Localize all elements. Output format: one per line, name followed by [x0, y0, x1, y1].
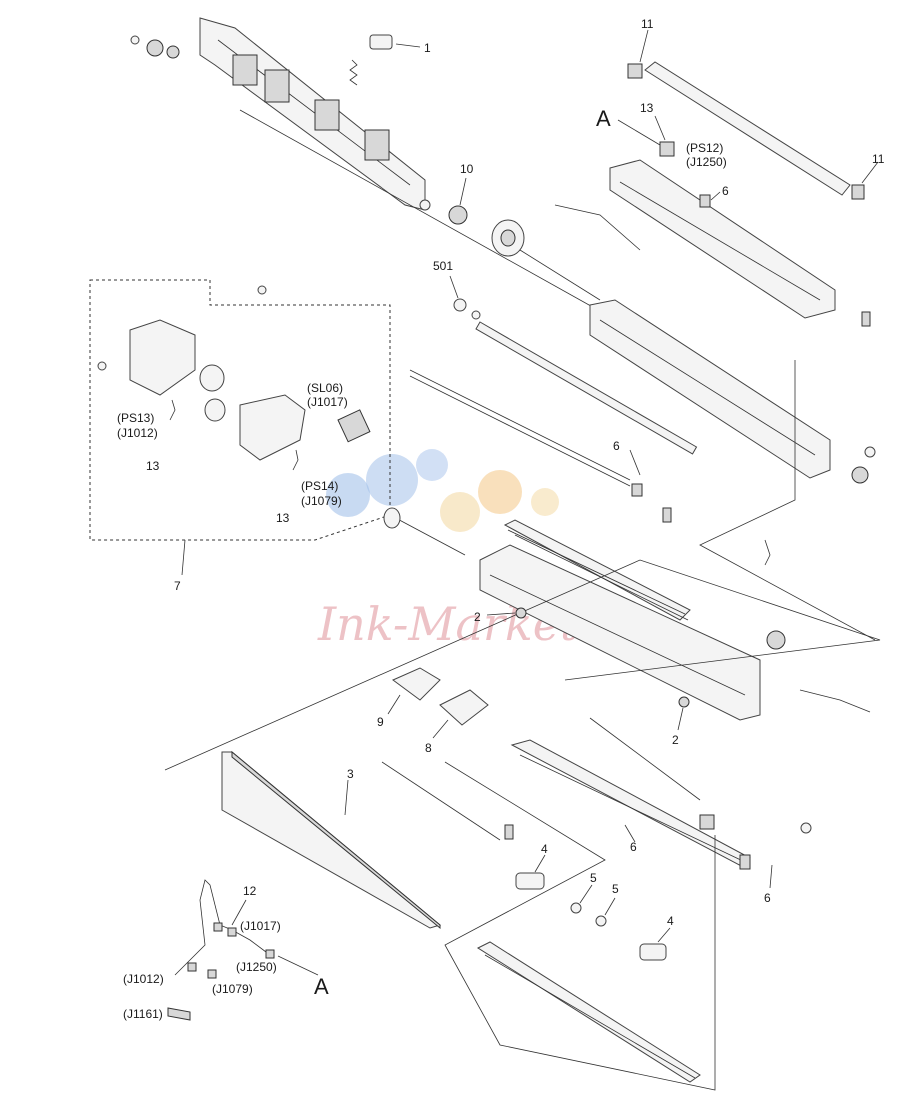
callout-13-right: 13 — [276, 511, 290, 525]
connector-j1161: (J1161) — [123, 1007, 163, 1021]
callout-11-right: 11 — [872, 152, 885, 166]
callout-7: 7 — [174, 579, 181, 593]
ref-a-bottom: A — [314, 974, 329, 999]
bottom-rail — [476, 941, 701, 1083]
connector-j1012-top: (J1012) — [117, 426, 158, 440]
callout-5-left: 5 — [590, 871, 597, 885]
lower-assembly: 6 6 — [381, 717, 812, 1091]
connector-sl06: (SL06) — [307, 381, 343, 395]
callout-13-left: 13 — [146, 459, 160, 473]
sensor-ps12: A 13 (PS12) (J1250) — [596, 101, 727, 169]
connector-j1250-bottom: (J1250) — [236, 960, 277, 974]
middle-frame: 6 — [409, 299, 876, 641]
connector-j1012-bottom: (J1012) — [123, 972, 164, 986]
ref-a-top: A — [596, 106, 611, 131]
callout-4-right: 4 — [667, 914, 674, 928]
callout-13-top: 13 — [640, 101, 654, 115]
part-3-panel: 3 — [221, 750, 442, 930]
callout-6-right: 6 — [764, 891, 771, 905]
callout-6-upper: 6 — [722, 184, 729, 198]
callout-501: 501 — [433, 259, 453, 273]
parts-4-5-rollers: 4 5 5 4 — [515, 842, 674, 961]
connector-j1079-top: (J1079) — [301, 494, 342, 508]
callout-2-upper: 2 — [474, 610, 481, 624]
part-12-cable-harness: 12 (J1017) (J1250) (J1012) (J1079) (J116… — [123, 879, 329, 1021]
callout-1: 1 — [424, 41, 431, 55]
callout-3: 3 — [347, 767, 354, 781]
connector-ps13: (PS13) — [117, 411, 154, 425]
callout-12: 12 — [243, 884, 257, 898]
callout-9: 9 — [377, 715, 384, 729]
connector-j1079-bottom: (J1079) — [212, 982, 253, 996]
top-right-roller: 11 11 — [627, 17, 885, 200]
part-2-clips: 2 2 — [474, 607, 690, 747]
part-7-assembly-box: 7 (SL06) (J1017) (PS13) (J1012) 13 (PS14… — [89, 279, 391, 593]
main-lower-frame — [164, 507, 881, 771]
callout-10: 10 — [460, 162, 474, 176]
connector-ps14: (PS14) — [301, 479, 338, 493]
connector-ps12: (PS12) — [686, 141, 723, 155]
top-guide-frame — [130, 17, 599, 311]
connector-j1250-top: (J1250) — [686, 155, 727, 169]
callout-11-top: 11 — [641, 17, 654, 31]
part-10-gear: 10 — [448, 162, 474, 225]
callout-4-left: 4 — [541, 842, 548, 856]
callout-6-middle: 6 — [613, 439, 620, 453]
callout-5-right: 5 — [612, 882, 619, 896]
connector-j1017-top: (J1017) — [307, 395, 348, 409]
callout-2-lower: 2 — [672, 733, 679, 747]
watermark: Ink-Market — [317, 449, 579, 651]
parts-8-9-guides: 9 8 — [377, 667, 489, 755]
callout-8: 8 — [425, 741, 432, 755]
callout-6-lower: 6 — [630, 840, 637, 854]
upper-right-frame: 6 — [554, 159, 871, 327]
large-roller: 501 — [433, 219, 601, 320]
connector-j1017-bottom: (J1017) — [240, 919, 281, 933]
part-1-spring: 1 — [349, 34, 431, 86]
